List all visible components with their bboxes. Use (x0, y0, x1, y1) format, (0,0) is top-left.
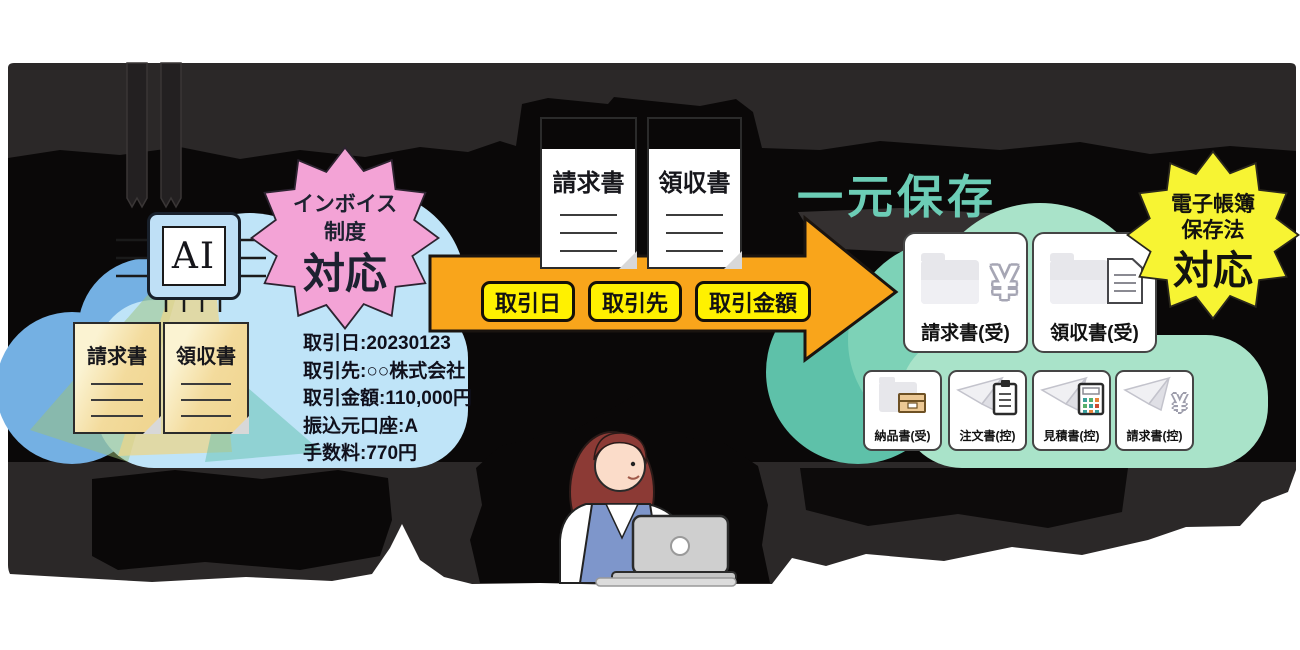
ai-chip: AI (147, 212, 241, 300)
document-title: 請求書 (552, 170, 625, 197)
card-label: 納品書(受) (874, 429, 931, 443)
page-fold (143, 416, 161, 434)
folder-label: 請求書(受) (921, 323, 1010, 344)
receipt-paper-left: 領収書 (163, 322, 249, 434)
page-fold (619, 251, 637, 269)
folder-icon (921, 253, 979, 304)
plane-calculator-icon (1040, 376, 1105, 416)
document-title: 領収書 (658, 170, 731, 197)
extracted-data-block: 取引日:20230123 取引先:○○株式会社 取引金額:110,000円 振込… (303, 330, 472, 468)
card-order-form-copy: 注文書(控) (948, 370, 1027, 451)
data-line: 取引金額:110,000円 (303, 388, 472, 409)
folder-card-invoice-received: ¥ 請求書(受) (903, 232, 1028, 353)
card-label: 請求書(控) (1126, 429, 1183, 443)
badge-line: 保存法 (1181, 219, 1245, 242)
page-fold (231, 416, 249, 434)
badge-line: 対応 (1173, 249, 1253, 293)
document-icon (1107, 258, 1143, 304)
plane-clipboard-icon (956, 376, 1018, 416)
invoice-paper-left: 請求書 (73, 322, 161, 434)
badge-line: インボイス (292, 193, 398, 216)
card-label: 注文書(控) (959, 429, 1016, 443)
badge-line: 対応 (302, 250, 387, 297)
tag-transaction-date: 取引日 (481, 281, 576, 322)
unified-storage-title: 一元保存 (797, 171, 997, 223)
card-label: 見積書(控) (1043, 429, 1100, 443)
card-invoice-copy: ¥ 請求書(控) (1115, 370, 1194, 451)
tag-transaction-partner: 取引先 (588, 281, 683, 322)
person-illustration (559, 431, 737, 587)
data-line: 取引先:○○株式会社 (303, 360, 466, 382)
folder-icon (1050, 253, 1108, 304)
folder-box-icon (879, 377, 926, 413)
badge-line: 制度 (324, 221, 366, 244)
document-title: 請求書 (87, 346, 147, 368)
invoice-paper-flow: 請求書 (540, 117, 637, 269)
card-delivery-note-received: 納品書(受) (863, 370, 942, 451)
folder-label: 領収書(受) (1050, 323, 1139, 344)
document-title: 領収書 (176, 346, 236, 368)
data-line: 振込元口座:A (303, 415, 419, 437)
ai-chip-label: AI (162, 226, 226, 286)
folder-card-receipt-received: 領収書(受) (1032, 232, 1157, 353)
badge-line: 電子帳簿 (1171, 193, 1255, 216)
data-line: 手数料:770円 (303, 443, 418, 464)
page-fold (724, 251, 742, 269)
tag-transaction-amount: 取引金額 (695, 281, 812, 322)
receipt-paper-flow: 領収書 (647, 117, 742, 269)
data-line: 取引日:20230123 (303, 333, 451, 354)
yen-icon: ¥ (991, 257, 1018, 310)
card-estimate-copy: 見積書(控) (1032, 370, 1111, 451)
plane-yen-icon (1123, 376, 1171, 412)
chip-cables (126, 62, 182, 209)
data-tags-row: 取引日 取引先 取引金額 (481, 281, 812, 322)
yen-icon: ¥ (1172, 388, 1187, 418)
